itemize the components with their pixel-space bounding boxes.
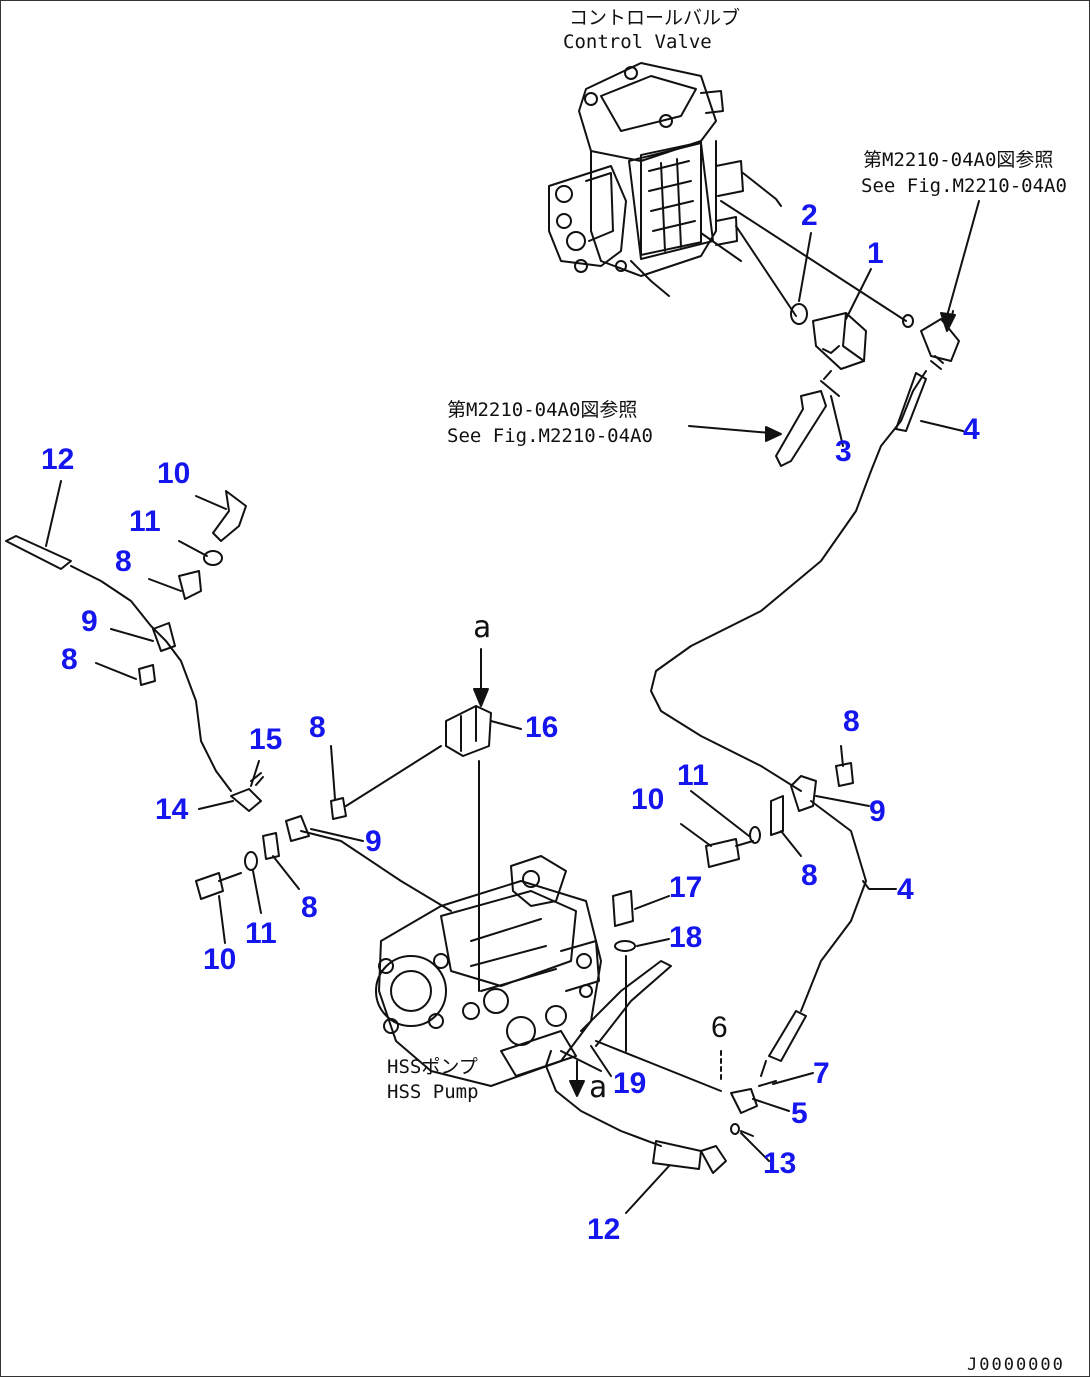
callout-4-top: 4 <box>963 413 980 446</box>
callout-10-right: 10 <box>631 783 665 816</box>
callout-11-top: 11 <box>129 505 161 538</box>
hss-pump-drawing <box>375 855 602 1087</box>
view-mark-a-top: a <box>473 610 492 645</box>
callout-6: 6 <box>711 1011 728 1044</box>
reference-label-mid-en: See Fig.M2210-04A0 <box>447 425 653 447</box>
callout-1: 1 <box>867 237 884 270</box>
callout-8-lower: 8 <box>301 891 318 924</box>
callout-8-left: 8 <box>61 643 78 676</box>
callout-8-right: 8 <box>801 859 818 892</box>
callout-12-top: 12 <box>41 443 75 476</box>
callout-9-center: 9 <box>365 825 382 858</box>
control-valve-drawing <box>548 62 782 297</box>
callout-12-bottom: 12 <box>587 1213 621 1246</box>
callout-2: 2 <box>801 199 818 232</box>
callout-19: 19 <box>613 1067 647 1100</box>
callout-15: 15 <box>249 723 283 756</box>
callout-16: 16 <box>525 711 559 744</box>
callout-8-center: 8 <box>309 711 326 744</box>
callout-4-right: 4 <box>897 873 914 906</box>
callout-13: 13 <box>763 1147 797 1180</box>
callout-3: 3 <box>835 435 852 468</box>
callout-10-top: 10 <box>157 457 191 490</box>
callout-18: 18 <box>669 921 703 954</box>
control-valve-label-jp: コントロールバルブ <box>569 7 741 29</box>
drawing-code: J0000000 <box>967 1355 1065 1375</box>
callout-14: 14 <box>155 793 189 826</box>
control-valve-label-en: Control Valve <box>563 31 712 53</box>
callout-8-right-top: 8 <box>843 705 860 738</box>
callout-9-left: 9 <box>81 605 98 638</box>
hss-pump-label-en: HSS Pump <box>387 1081 479 1103</box>
callout-10-lower: 10 <box>203 943 237 976</box>
callout-5: 5 <box>791 1097 808 1130</box>
callout-11-lower: 11 <box>245 917 277 950</box>
callout-7: 7 <box>813 1057 830 1090</box>
reference-label-top-jp: 第M2210-04A0図参照 <box>863 149 1054 171</box>
callout-8-upper-left: 8 <box>115 545 132 578</box>
callout-17: 17 <box>669 871 703 904</box>
callout-9-right: 9 <box>869 795 886 828</box>
view-mark-a-bottom: a <box>589 1070 608 1105</box>
hss-pump-label-jp: HSSポンプ <box>387 1056 478 1078</box>
reference-label-mid-jp: 第M2210-04A0図参照 <box>447 399 638 421</box>
callout-11-right: 11 <box>677 759 709 792</box>
reference-label-top-en: See Fig.M2210-04A0 <box>861 175 1067 197</box>
